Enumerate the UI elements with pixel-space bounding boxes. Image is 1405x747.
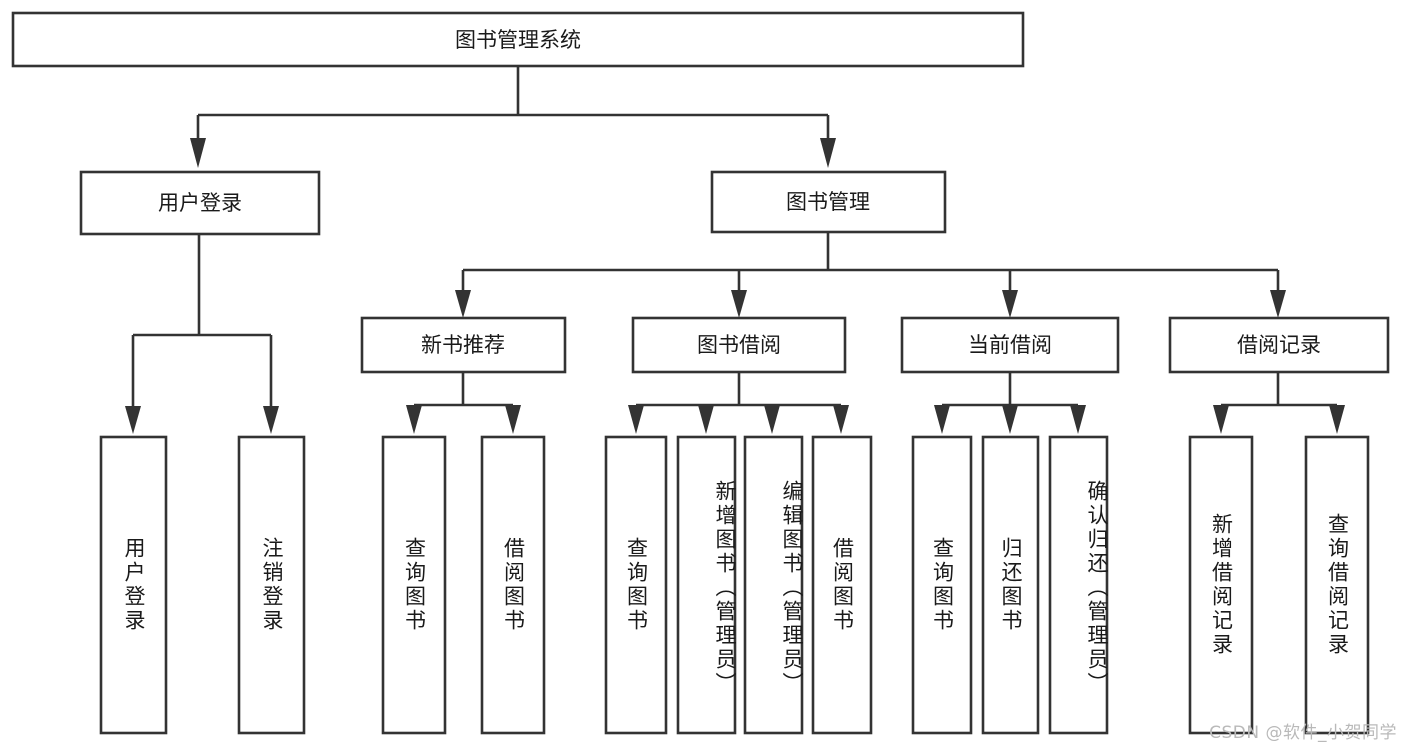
connector-group-book-management (455, 232, 1286, 318)
connector-group-new-book (406, 372, 521, 434)
arrow-head-leaf-6 (764, 405, 780, 434)
node-leaf-1-box[interactable] (237, 435, 306, 735)
arrow-head-leaf-5 (698, 405, 714, 434)
node-root-box[interactable] (11, 11, 1025, 68)
arrow-head-l2-0 (455, 290, 471, 318)
node-leaf-9-box[interactable] (981, 435, 1040, 735)
node-l1-1-box[interactable] (710, 170, 947, 234)
node-l2-1-label: 图书借阅 (697, 333, 781, 357)
arrow-head-leaf-11 (1213, 405, 1229, 434)
connector-group-root (190, 66, 836, 168)
node-root-label: 图书管理系统 (455, 28, 581, 52)
arrow-head-leaf-4 (628, 405, 644, 434)
arrow-head-leaf-7 (833, 405, 849, 434)
node-l1-0-box[interactable] (79, 170, 321, 236)
arrow-head-leaf-8 (934, 405, 950, 434)
arrow-head-leaf-10 (1070, 405, 1086, 434)
arrow-head-leaf-2 (406, 405, 422, 434)
csdn-watermark: CSDN @软件_小贺同学 (1209, 723, 1397, 743)
node-l2-2-label: 当前借阅 (968, 333, 1052, 357)
node-leaf-0-box[interactable] (99, 435, 168, 735)
arrow-head-l2-2 (1002, 290, 1018, 318)
node-leaf-10-box[interactable] (1048, 435, 1109, 735)
connector-group-user-login (125, 234, 279, 434)
node-l2-0-box[interactable] (360, 316, 567, 374)
connector-group-book-borrow (628, 372, 849, 434)
node-leaf-4-box[interactable] (604, 435, 668, 735)
node-l2-3-label: 借阅记录 (1237, 333, 1321, 357)
node-l1-1-label: 图书管理 (786, 190, 870, 214)
node-l2-0-label: 新书推荐 (421, 333, 505, 357)
arrow-head-l1-1 (820, 138, 836, 168)
arrow-head-leaf-3 (505, 405, 521, 434)
arrow-head-l2-3 (1270, 290, 1286, 318)
node-leaf-11-box[interactable] (1188, 435, 1254, 735)
connector-group-borrow-record (1213, 372, 1345, 434)
node-leaf-6-box[interactable] (743, 435, 804, 735)
node-l2-3-box[interactable] (1168, 316, 1390, 374)
node-leaf-7-box[interactable] (811, 435, 873, 735)
node-l2-2-box[interactable] (900, 316, 1120, 374)
arrow-head-l1-0 (190, 138, 206, 168)
arrow-head-leaf-9 (1002, 405, 1018, 434)
node-leaf-8-box[interactable] (911, 435, 973, 735)
node-leaf-2-box[interactable] (381, 435, 447, 735)
arrow-head-leaf-12 (1329, 405, 1345, 434)
node-leaf-12-box[interactable] (1304, 435, 1370, 735)
arrow-head-leaf-1 (263, 406, 279, 434)
node-leaf-3-box[interactable] (480, 435, 546, 735)
arrow-head-leaf-0 (125, 406, 141, 434)
node-leaf-5-box[interactable] (676, 435, 737, 735)
arrow-head-l2-1 (731, 290, 747, 318)
node-l2-1-box[interactable] (631, 316, 847, 374)
connector-group-current-borrow (934, 372, 1086, 434)
node-l1-0-label: 用户登录 (158, 191, 242, 215)
